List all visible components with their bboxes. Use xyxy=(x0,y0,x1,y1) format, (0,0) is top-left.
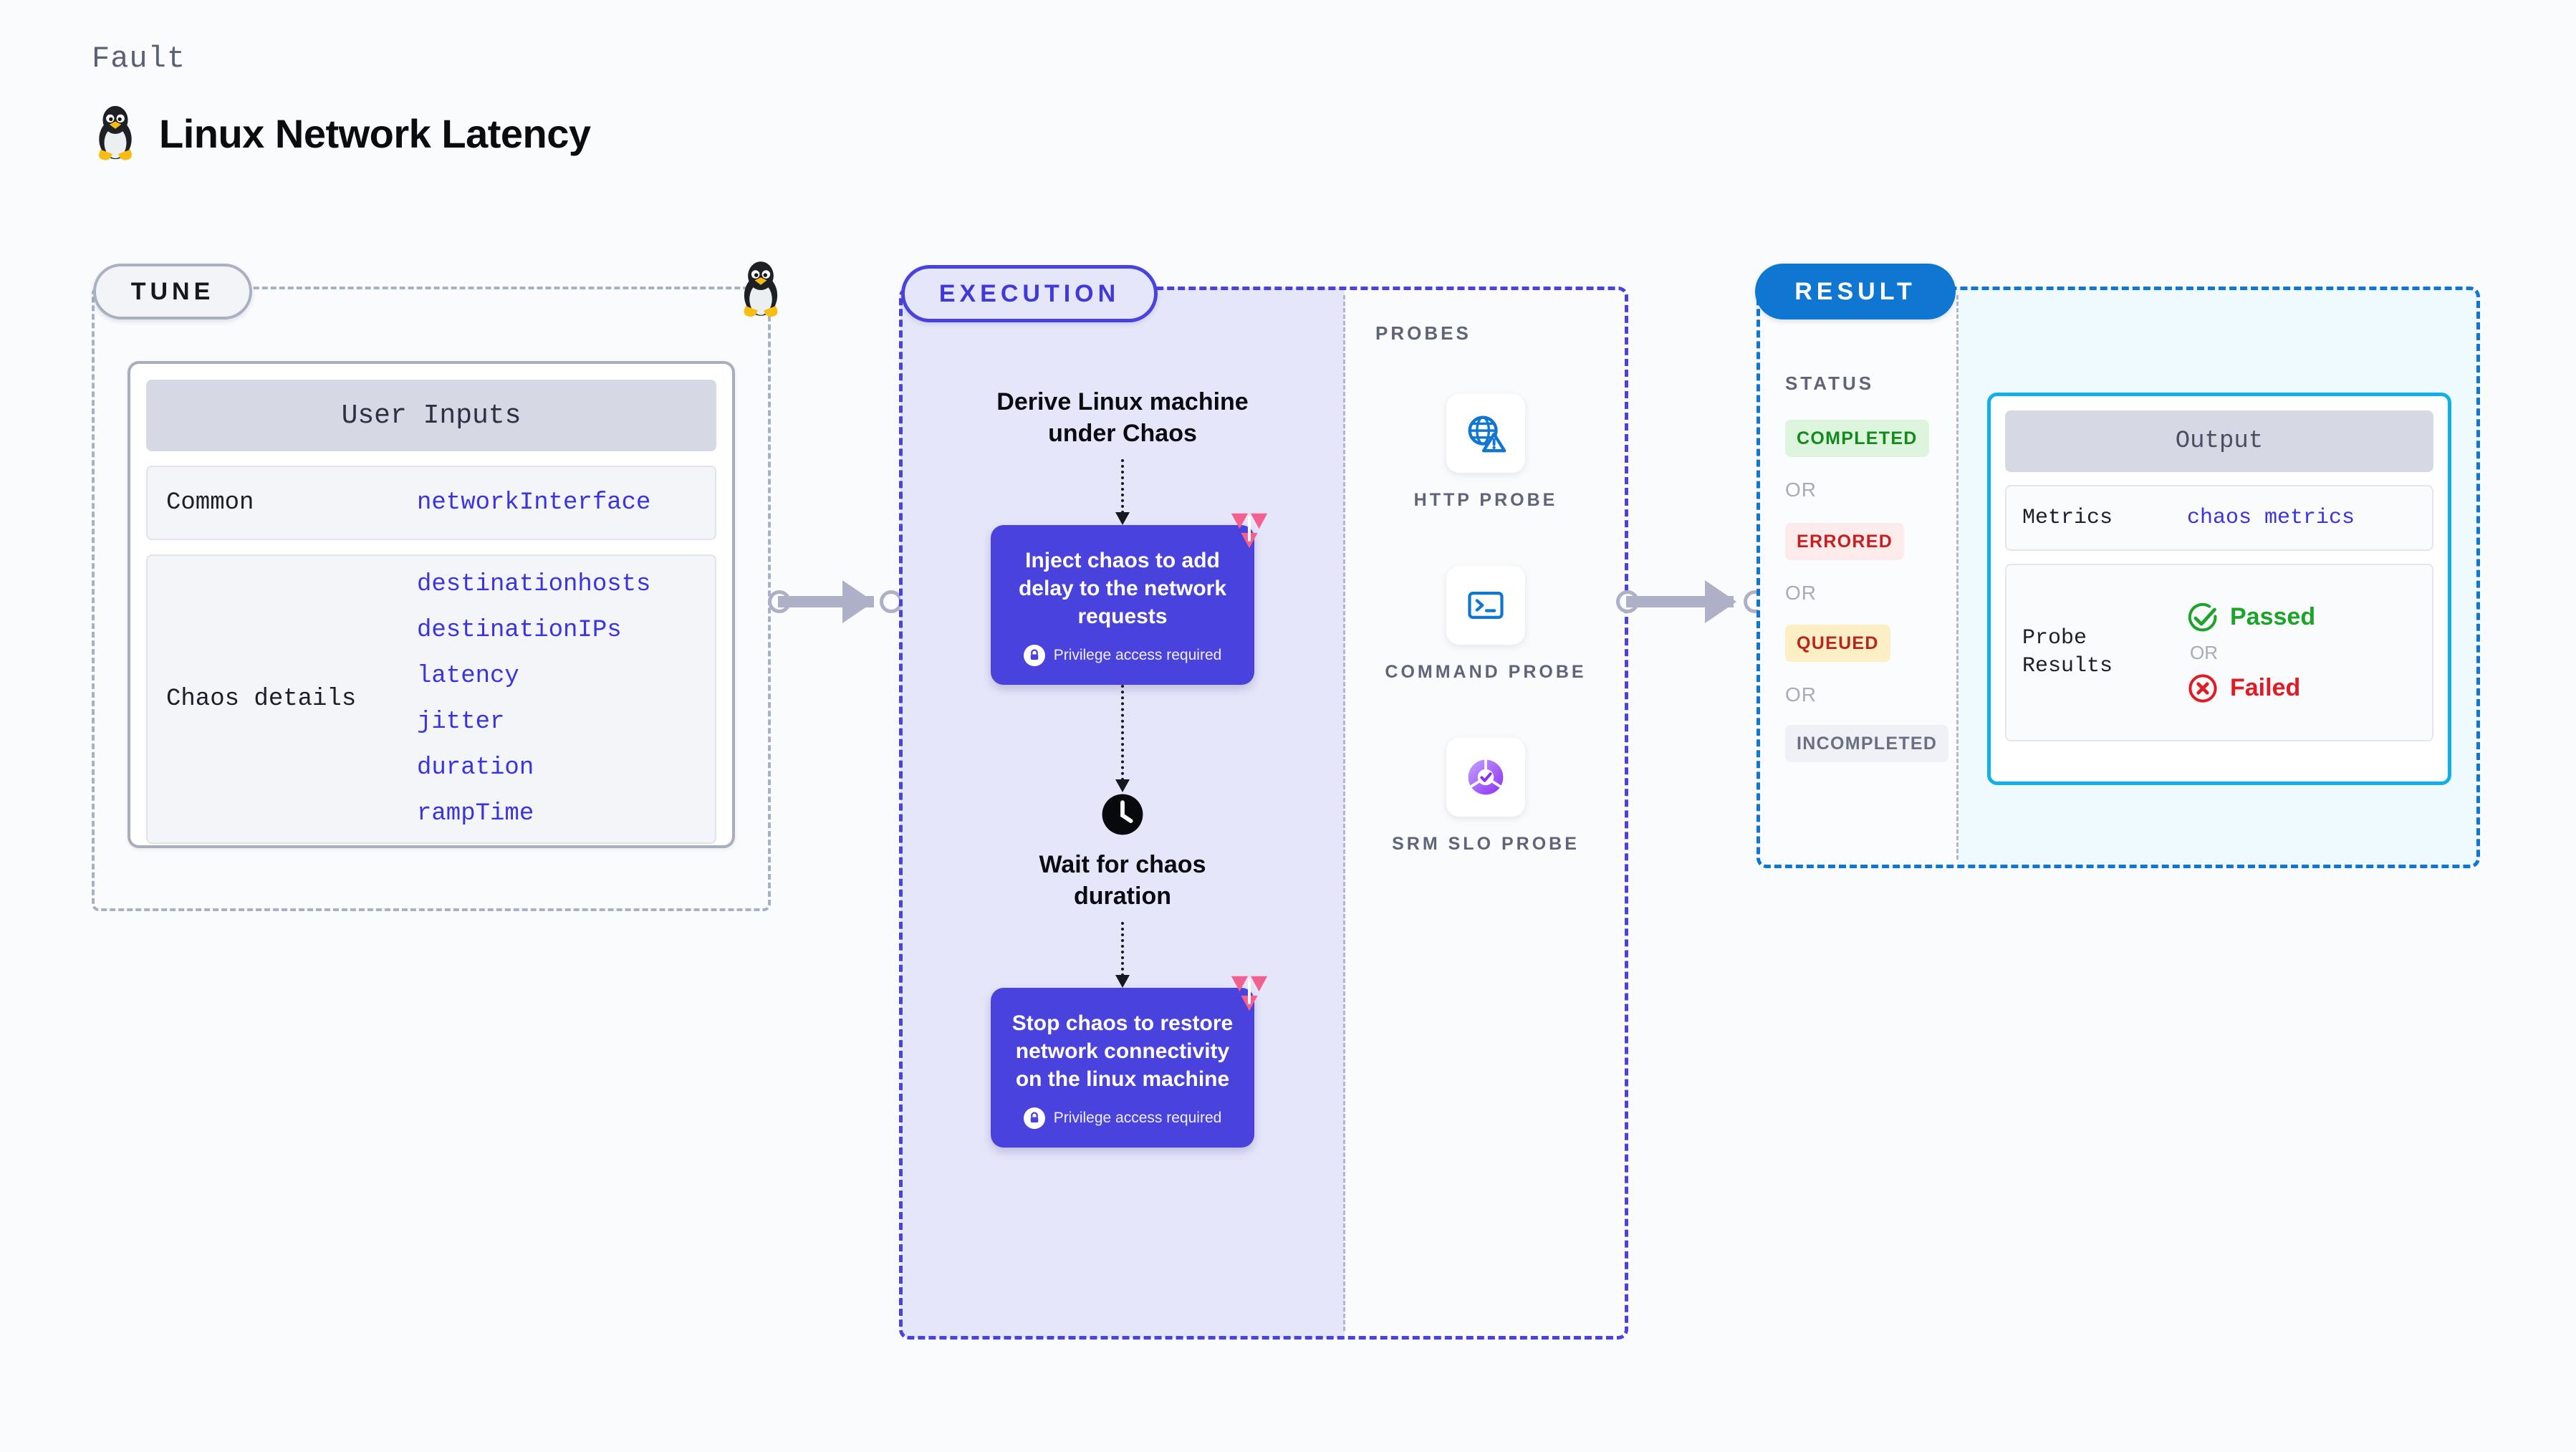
probe-label: HTTP PROBE xyxy=(1413,490,1558,510)
tune-value: duration xyxy=(417,754,534,782)
output-title: Output xyxy=(2005,410,2433,472)
probes-divider xyxy=(1343,295,1345,1331)
execution-panel xyxy=(899,287,1628,1340)
status-badge-errored: ERRORED xyxy=(1785,523,1905,560)
arrow-head xyxy=(1115,779,1130,793)
user-inputs-title: User Inputs xyxy=(146,380,716,451)
execution-flow: Derive Linux machine under Chaos Inject … xyxy=(900,387,1345,1148)
privilege-notice: Privilege access required xyxy=(1009,645,1236,667)
arrow-line xyxy=(1121,922,1124,977)
output-row-metrics: Metrics chaos metrics xyxy=(2005,485,2433,551)
result-status-background xyxy=(1758,288,1957,867)
tune-row-values: networkInterface xyxy=(417,489,650,516)
tune-value: rampTime xyxy=(417,800,534,827)
step-title: Inject chaos to add delay to the network… xyxy=(1018,549,1227,629)
execution-step-stop-card: Stop chaos to restore network connectivi… xyxy=(991,976,1268,1148)
probe-srm-slo[interactable]: SRM SLO PROBE xyxy=(1345,738,1627,857)
execution-step-derive: Derive Linux machine under Chaos xyxy=(996,388,1249,447)
x-circle-icon xyxy=(2188,673,2217,703)
output-card: Output Metrics chaos metrics Probe Resul… xyxy=(1987,393,2451,785)
probe-result-values: Passed OR Failed xyxy=(2187,602,2315,704)
tune-row-values: destinationhosts destinationIPs latency … xyxy=(417,571,650,827)
probe-tile xyxy=(1446,394,1525,473)
lock-icon xyxy=(1023,645,1045,667)
execution-step-wait: Wait for chaos duration xyxy=(1039,851,1206,910)
or-separator: OR xyxy=(1785,582,1817,604)
failed-label: Failed xyxy=(2230,674,2301,701)
or-separator: OR xyxy=(1785,479,1817,501)
tune-value: jitter xyxy=(417,708,505,736)
page-header: Fault Linux Network Latency xyxy=(92,42,591,163)
page-title: Linux Network Latency xyxy=(92,103,591,163)
probe-http[interactable]: HTTP PROBE xyxy=(1345,394,1627,513)
arrow-head xyxy=(1115,512,1130,526)
tune-value: latency xyxy=(417,663,519,690)
probe-tile xyxy=(1446,738,1525,817)
tune-row-label: Chaos details xyxy=(166,686,357,713)
probes-section-label: PROBES xyxy=(1375,322,1471,344)
tune-value: destinationhosts xyxy=(417,571,651,598)
flow-arrow xyxy=(900,922,1345,989)
arrow-line xyxy=(1121,459,1124,514)
passed-label: Passed xyxy=(2230,603,2316,630)
status-label: STATUS xyxy=(1785,372,1875,394)
flow-arrow xyxy=(900,685,1345,793)
chaos-logo-icon xyxy=(1231,513,1268,549)
connector-arrowhead xyxy=(1705,580,1736,623)
tune-row-chaos-details: Chaos details destinationhosts destinati… xyxy=(146,554,716,844)
lock-icon xyxy=(1023,1107,1045,1130)
globe-warning-icon xyxy=(1468,415,1506,453)
result-panel xyxy=(1756,287,2480,868)
probe-result-failed: Failed xyxy=(2187,673,2315,704)
tune-value: networkInterface xyxy=(417,489,651,516)
status-badge-incompleted: INCOMPLETED xyxy=(1785,725,1949,762)
status-badge-queued: QUEUED xyxy=(1785,625,1890,662)
user-inputs-card: User Inputs Common networkInterface Chao… xyxy=(128,361,735,848)
terminal-icon xyxy=(1468,592,1504,619)
status-badge-completed: COMPLETED xyxy=(1785,420,1929,457)
tune-section-pill: TUNE xyxy=(93,264,252,319)
output-row-label: Probe Results xyxy=(2022,626,2113,678)
or-separator: OR xyxy=(1785,683,1817,706)
privilege-text: Privilege access required xyxy=(1053,1110,1222,1127)
step-title: Stop chaos to restore network connectivi… xyxy=(1011,1011,1234,1092)
privilege-text: Privilege access required xyxy=(1053,647,1222,664)
flow-arrow xyxy=(900,459,1345,526)
or-separator: OR xyxy=(2190,641,2218,663)
probe-label: COMMAND PROBE xyxy=(1385,662,1587,682)
output-row-label: Metrics xyxy=(2022,505,2113,530)
check-circle-icon xyxy=(2188,602,2217,631)
slo-donut-check-icon xyxy=(1468,759,1504,795)
output-metrics-value: chaos metrics xyxy=(2187,506,2355,530)
arrow-head xyxy=(1115,975,1130,989)
tux-penguin-icon xyxy=(99,105,132,160)
tune-value: destinationIPs xyxy=(417,617,622,644)
connector-arrowhead xyxy=(842,580,874,623)
tune-row-common: Common networkInterface xyxy=(146,466,716,540)
clock-icon xyxy=(1102,794,1143,835)
tune-row-label: Common xyxy=(166,489,254,516)
tux-penguin-icon xyxy=(744,261,778,317)
result-divider xyxy=(1956,295,1959,860)
execution-step-inject-card: Inject chaos to add delay to the network… xyxy=(991,513,1268,686)
chaos-logo-icon xyxy=(1231,976,1268,1011)
connector-tune-to-execution xyxy=(768,580,903,623)
arrow-line xyxy=(1121,685,1124,782)
result-section-pill: RESULT xyxy=(1755,264,1956,319)
page-title-text: Linux Network Latency xyxy=(159,110,591,156)
execution-section-pill: EXECUTION xyxy=(901,265,1158,322)
probe-command[interactable]: COMMAND PROBE xyxy=(1345,566,1627,685)
privilege-notice: Privilege access required xyxy=(1009,1107,1236,1130)
output-row-probe-results: Probe Results Passed OR Failed xyxy=(2005,564,2433,741)
probe-result-passed: Passed xyxy=(2187,602,2315,633)
connector-execution-to-result xyxy=(1616,580,1768,623)
eyebrow-label: Fault xyxy=(92,42,186,76)
probe-tile xyxy=(1446,566,1525,645)
probe-label: SRM SLO PROBE xyxy=(1392,834,1580,854)
